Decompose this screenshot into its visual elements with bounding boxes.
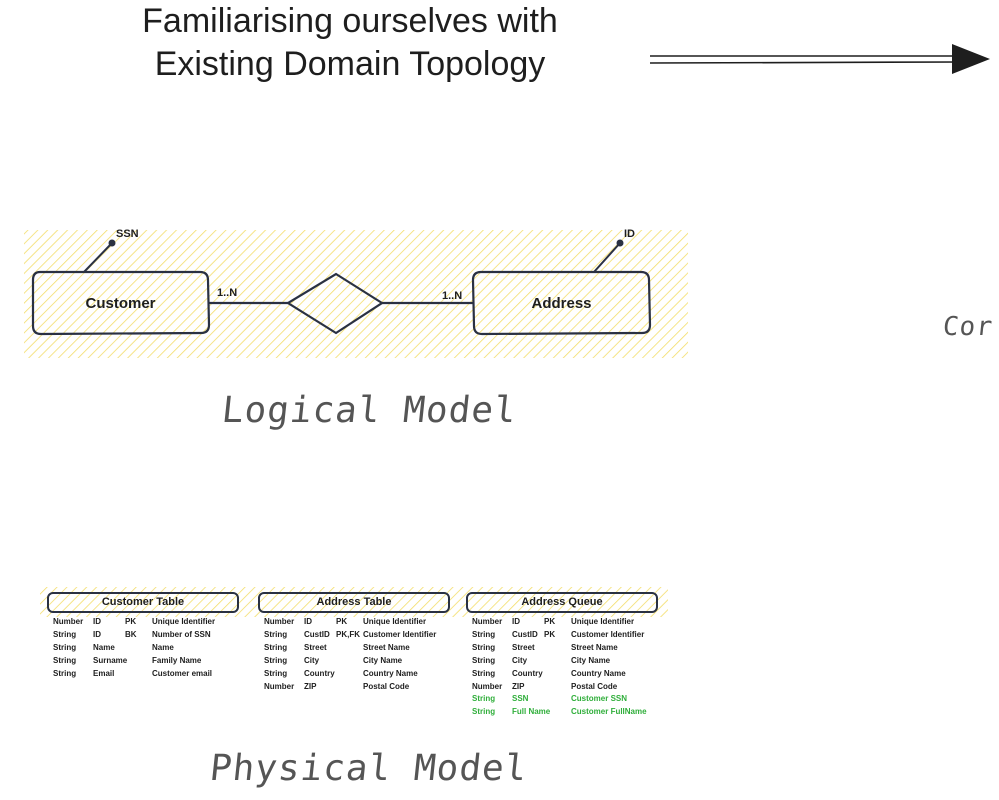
table-cell-type: String (472, 629, 496, 639)
address-table-header: Address Table (258, 592, 450, 613)
table-cell-desc: Postal Code (363, 681, 410, 691)
ssn-attribute-line (83, 242, 113, 273)
table-cell-field: Full Name (512, 707, 551, 717)
table-cell-type: Number (472, 681, 503, 691)
table-cell-key: PK,FK (336, 629, 360, 639)
table-cell-key: PK (336, 617, 348, 626)
address-queue: Address Queue Number ID PK Unique Identifie… (466, 592, 658, 716)
table-cell-desc: Customer Identifier (571, 629, 645, 639)
table-cell-type: String (472, 707, 496, 717)
cardinality-right: 1..N (442, 290, 463, 302)
table-cell-desc: Street Name (363, 642, 410, 652)
logical-hatch-area (24, 230, 688, 358)
table-cell-type: String (264, 642, 288, 652)
table-cell-type: String (264, 668, 288, 678)
table-cell-type: String (53, 655, 77, 665)
table-cell-field: CustID (512, 629, 538, 639)
table-cell-field: Name (93, 642, 115, 652)
table-cell-type: String (53, 642, 77, 652)
table-cell-type: String (472, 694, 496, 704)
table-cell-type: String (264, 629, 288, 639)
table-cell-type: String (472, 642, 496, 652)
table-cell-field: Surname (93, 655, 128, 665)
table-cell-field: ID (93, 629, 101, 639)
table-cell-field: CustID (304, 629, 330, 639)
ssn-attribute-dot (108, 239, 116, 247)
table-cell-desc: Name (152, 642, 174, 652)
id-attribute-label: ID (624, 228, 635, 240)
table-cell-type: String (264, 655, 288, 665)
table-cell-field: ID (304, 617, 312, 626)
id-attribute-line (593, 242, 621, 273)
table-cell-type: Number (53, 617, 84, 626)
table-cell-field: City (304, 655, 320, 665)
table-cell-key: PK (544, 617, 556, 626)
table-cell-type: Number (472, 617, 503, 626)
table-cell-field: Country (512, 668, 543, 678)
customer-table-header: Customer Table (47, 592, 239, 613)
table-cell-desc: Country Name (571, 668, 626, 678)
table-cell-field: Email (93, 668, 115, 678)
table-cell-type: Number (264, 617, 295, 626)
table-cell-desc: City Name (363, 655, 403, 665)
table-cell-desc: Country Name (363, 668, 418, 678)
table-cell-field: City (512, 655, 528, 665)
table-cell-key: PK (125, 617, 137, 626)
partial-offscreen-label: Cor (941, 312, 995, 342)
table-cell-field: ZIP (304, 681, 317, 691)
table-cell-field: ZIP (512, 681, 525, 691)
table-cell-type: String (53, 629, 77, 639)
physical-model-caption: Physical Model (207, 748, 530, 789)
table-cell-field: ID (512, 617, 520, 626)
diagram-title: Familiarising ourselves with Existing Do… (142, 2, 558, 83)
table-cell-type: Number (264, 681, 295, 691)
table-cell-desc: Customer SSN (571, 694, 628, 704)
address-table: Address Table Number ID PK Unique Identifie… (258, 592, 450, 691)
relationship-diamond (285, 272, 385, 335)
table-cell-desc: Unique Identifier (363, 617, 427, 626)
address-entity-box (471, 270, 652, 336)
customer-entity-label: Customer (85, 295, 156, 312)
table-cell-desc: Customer email (152, 668, 213, 678)
logical-model-caption: Logical Model (219, 390, 519, 431)
table-cell-field: Street (304, 642, 327, 652)
table-cell-desc: Family Name (152, 655, 202, 665)
table-cell-desc: Number of SSN (152, 629, 211, 639)
id-attribute-dot (616, 239, 624, 247)
table-cell-desc: Customer FullName (571, 707, 647, 717)
table-cell-field: SSN (512, 694, 529, 704)
ssn-attribute-label: SSN (116, 228, 139, 240)
table-cell-desc: Unique Identifier (571, 617, 635, 626)
table-cell-type: String (472, 655, 496, 665)
table-cell-desc: Postal Code (571, 681, 618, 691)
address-entity-label: Address (531, 295, 592, 312)
table-cell-type: String (472, 668, 496, 678)
table-cell-desc: Unique Identifier (152, 617, 216, 626)
table-cell-desc: Customer Identifier (363, 629, 437, 639)
arrow-right (649, 44, 990, 74)
table-cell-key: PK (544, 629, 556, 639)
table-cell-field: Country (304, 668, 335, 678)
table-cell-field: Street (512, 642, 535, 652)
table-cell-desc: Street Name (571, 642, 618, 652)
customer-entity-box (31, 270, 211, 336)
table-cell-field: ID (93, 617, 101, 626)
address-queue-header: Address Queue (466, 592, 658, 613)
table-cell-key: BK (125, 629, 137, 639)
cardinality-left: 1..N (217, 287, 238, 299)
table-cell-type: String (53, 668, 77, 678)
table-cell-desc: City Name (571, 655, 611, 665)
